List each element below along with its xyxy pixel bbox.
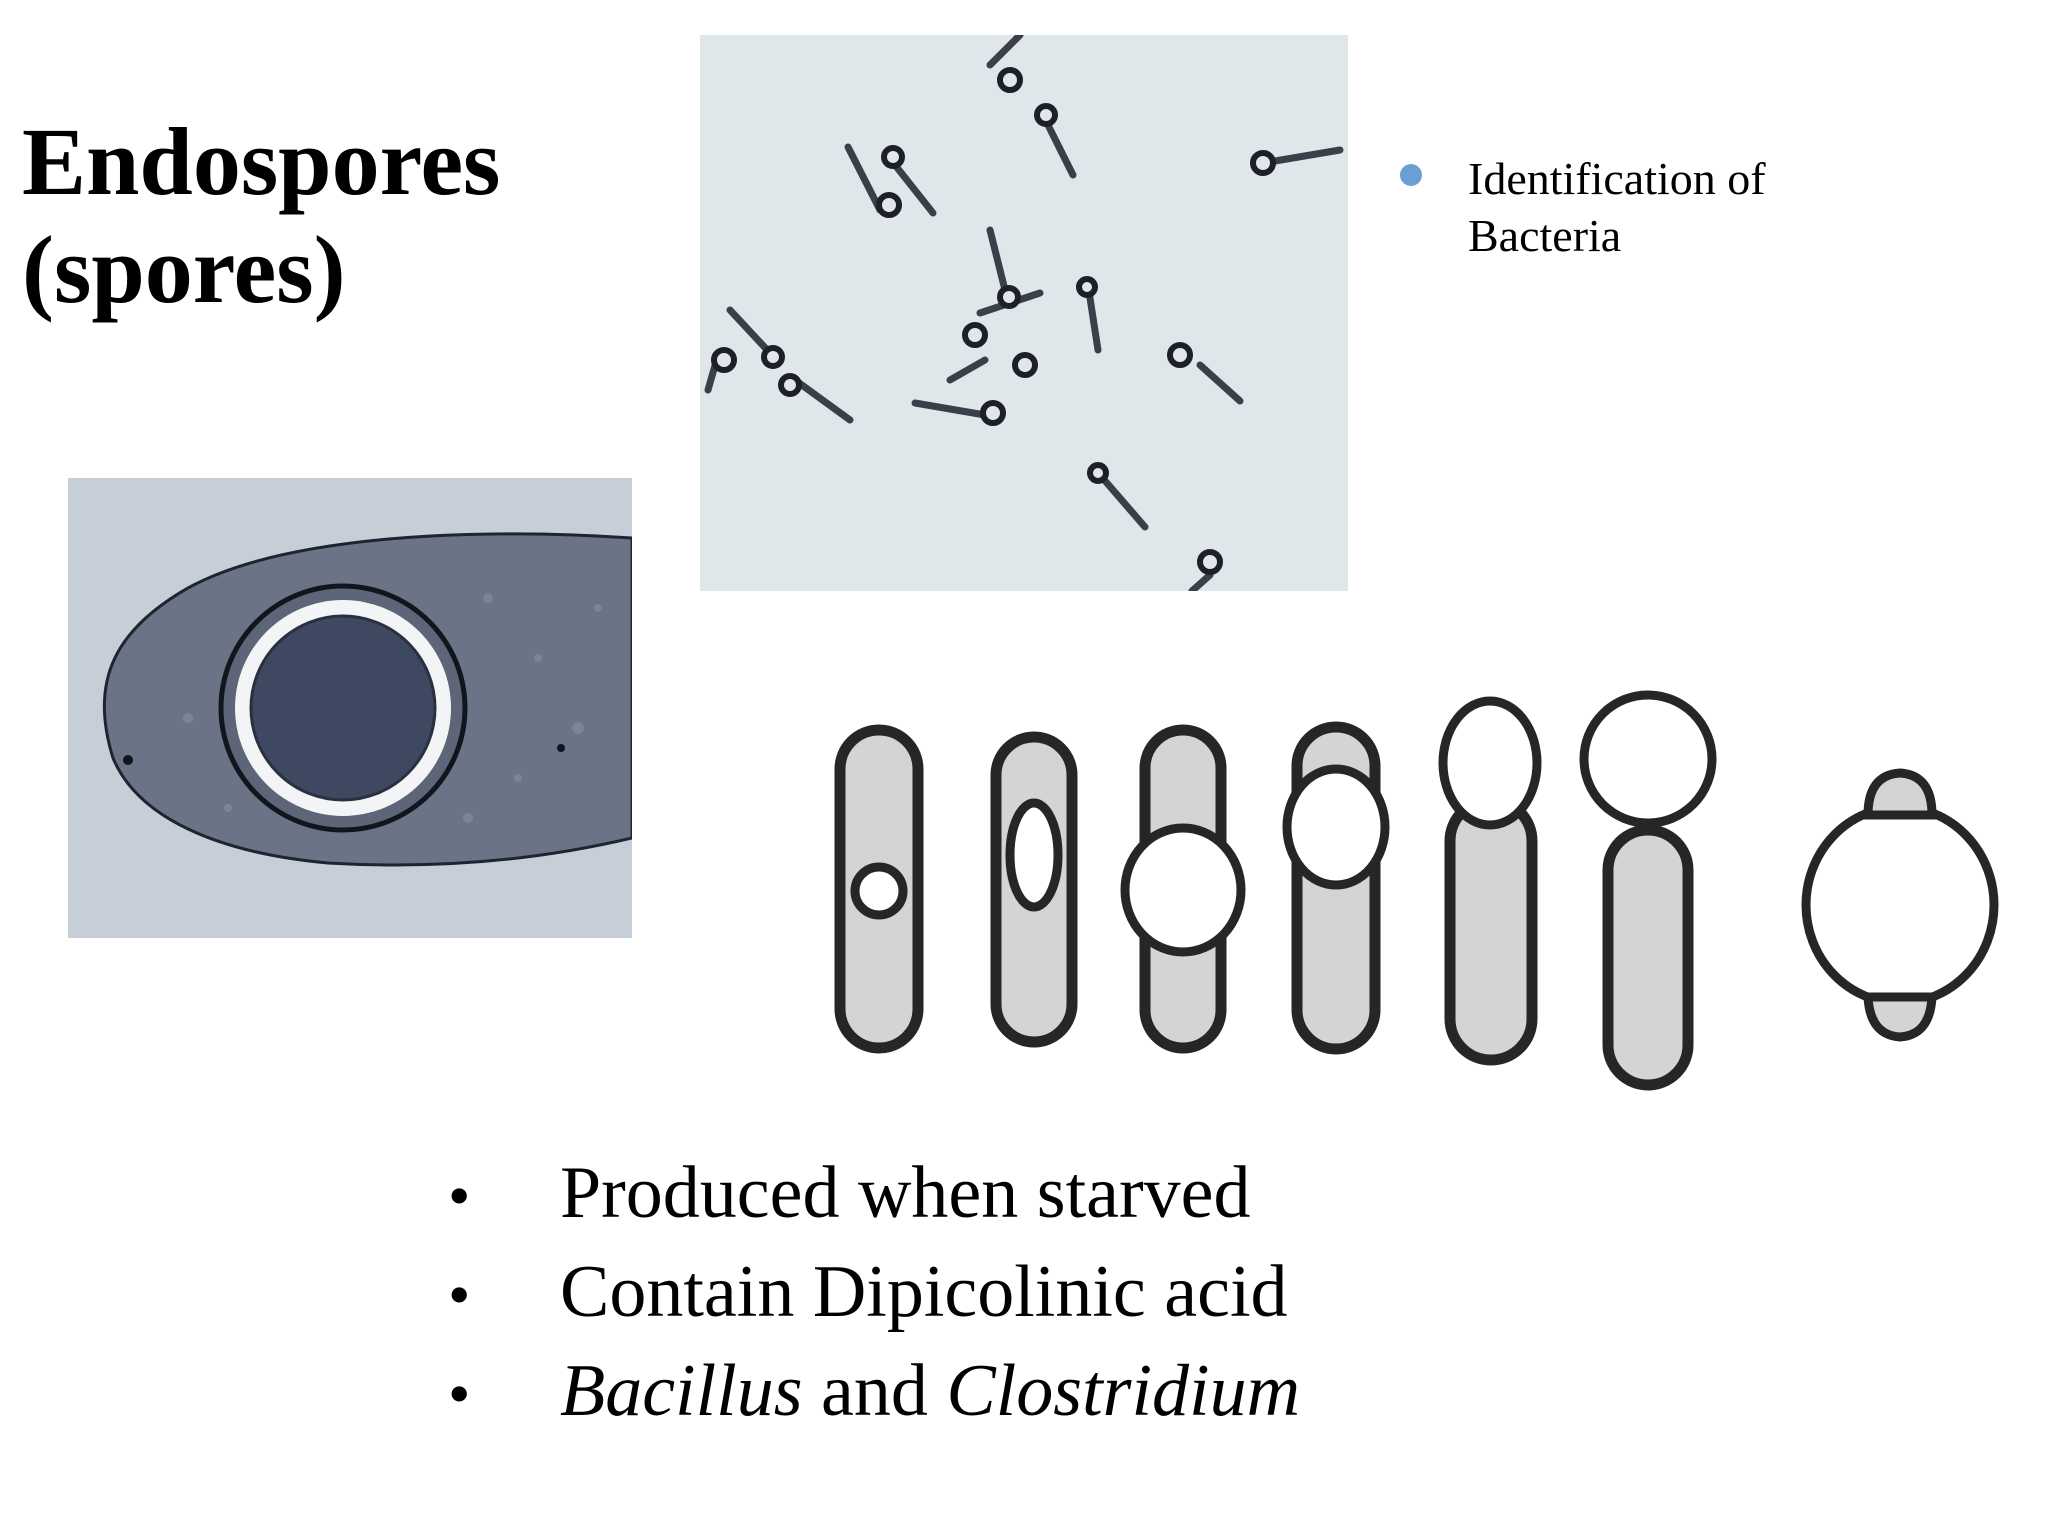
side-bullet-text: Identification of Bacteria <box>1468 150 1888 264</box>
list-item: • Bacillus and Clostridium <box>438 1343 1300 1442</box>
list-item: • Produced when starved <box>438 1145 1300 1244</box>
bullet-marker: • <box>448 1358 471 1429</box>
top-micrograph <box>700 35 1348 591</box>
bullet-text-dipicolinic: Contain Dipicolinic acid <box>560 1251 1288 1333</box>
bullet-marker: • <box>448 1259 471 1330</box>
spore-diagram <box>800 675 2048 1115</box>
title-line-1: Endospores <box>22 108 501 215</box>
slide-title: Endospores (spores) <box>22 108 500 324</box>
side-bullet-dot <box>1400 164 1422 186</box>
title-line-2: (spores) <box>22 216 346 323</box>
side-bullet-line-1: Identification of <box>1468 153 1766 204</box>
conjunction: and <box>802 1350 947 1432</box>
left-micrograph <box>68 478 632 938</box>
bullet-text-genera: Bacillus and Clostridium <box>560 1343 1300 1439</box>
bullet-text-starved: Produced when starved <box>560 1152 1251 1234</box>
list-item: • Contain Dipicolinic acid <box>438 1244 1300 1343</box>
genus-clostridium: Clostridium <box>946 1350 1301 1432</box>
genus-bacillus: Bacillus <box>560 1350 803 1432</box>
side-bullet: Identification of Bacteria <box>1400 150 1888 264</box>
bullet-list: • Produced when starved • Contain Dipico… <box>438 1145 1300 1442</box>
bullet-marker: • <box>448 1160 471 1231</box>
side-bullet-line-2: Bacteria <box>1468 210 1622 261</box>
